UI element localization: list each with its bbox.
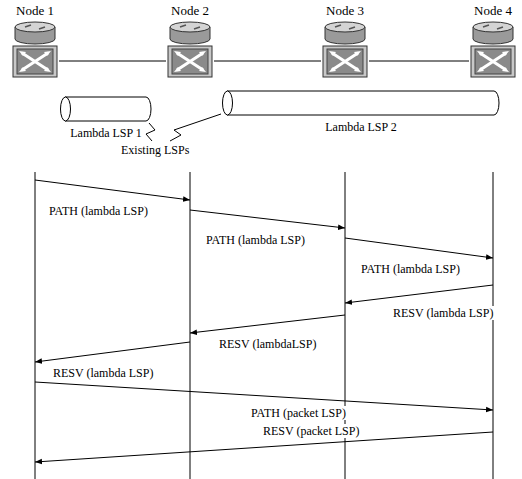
network-node: Node 3 <box>320 3 370 78</box>
router-switch-icon <box>166 20 214 78</box>
message-arrow <box>190 210 345 228</box>
message-label: PATH (lambda LSP) <box>360 262 461 276</box>
router-switch-icon <box>469 20 517 78</box>
message-arrow <box>35 342 190 362</box>
lsp-tube: Lambda LSP 2 <box>222 90 500 134</box>
tube-label: Lambda LSP 1 <box>60 126 152 140</box>
lifeline <box>493 172 494 479</box>
network-node: Node 4 <box>468 3 518 78</box>
message-label: PATH (lambda LSP) <box>205 233 306 247</box>
tube-shape <box>60 96 152 122</box>
lifeline <box>190 172 191 479</box>
message-arrow <box>35 180 190 200</box>
link-line <box>59 61 166 62</box>
message-label: RESV (lambda LSP) <box>392 306 494 320</box>
message-label: RESV (lambdaLSP) <box>218 337 317 351</box>
annotation-label: Existing LSPs <box>120 143 190 157</box>
leader-line <box>146 123 155 141</box>
tube-label: Lambda LSP 2 <box>222 120 500 134</box>
message-arrow <box>345 285 493 303</box>
node-label: Node 1 <box>10 3 60 18</box>
link-line <box>214 61 321 62</box>
node-label: Node 4 <box>468 3 518 18</box>
message-label: RESV (lambda LSP) <box>52 366 154 380</box>
message-label: PATH (lambda LSP) <box>48 204 149 218</box>
link-line <box>369 61 469 62</box>
leader-line <box>170 114 221 141</box>
network-node: Node 2 <box>165 3 215 78</box>
network-node: Node 1 <box>10 3 60 78</box>
node-label: Node 2 <box>165 3 215 18</box>
tube-shape <box>222 90 500 116</box>
message-arrow <box>345 238 493 258</box>
lifeline <box>35 172 36 479</box>
lsp-tube: Lambda LSP 1 <box>60 96 152 140</box>
message-label: PATH (packet LSP) <box>250 406 347 420</box>
message-label: RESV (packet LSP) <box>262 424 360 438</box>
message-arrow <box>190 315 345 333</box>
node-label: Node 3 <box>320 3 370 18</box>
router-switch-icon <box>321 20 369 78</box>
router-switch-icon <box>11 20 59 78</box>
